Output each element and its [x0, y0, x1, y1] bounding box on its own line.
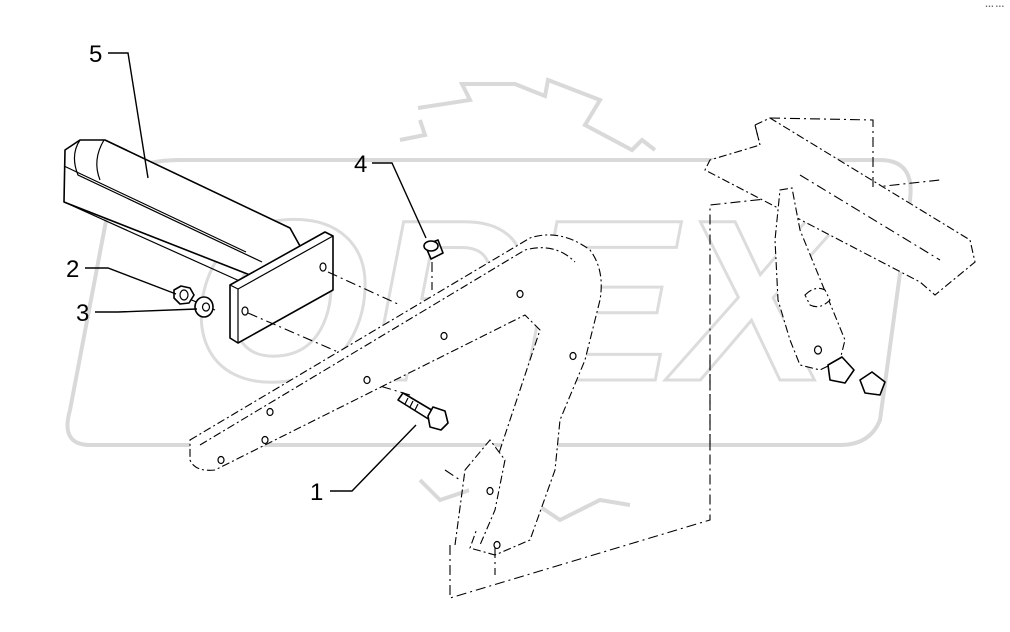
dashed-bracket-center	[189, 179, 941, 599]
callout-1: 1	[310, 479, 323, 506]
leader-2	[85, 267, 177, 295]
callout-leaders	[85, 52, 427, 492]
washer	[194, 296, 214, 318]
leader-4	[372, 162, 427, 239]
callout-labels: 1 2 3 4 5	[66, 41, 367, 506]
bolt	[397, 392, 449, 431]
dashed-assembly-right	[704, 117, 976, 450]
leader-1	[330, 424, 417, 492]
callout-2: 2	[66, 256, 79, 283]
leader-3	[95, 308, 198, 313]
nut	[173, 285, 195, 305]
leader-5	[108, 52, 149, 179]
callout-4: 4	[354, 151, 367, 178]
corner-mark: ••• •••	[985, 4, 1004, 10]
watermark-gear	[399, 77, 657, 153]
tube-with-plate	[63, 139, 334, 344]
callout-3: 3	[76, 300, 89, 327]
bushing	[423, 239, 444, 260]
callout-5: 5	[89, 41, 102, 68]
